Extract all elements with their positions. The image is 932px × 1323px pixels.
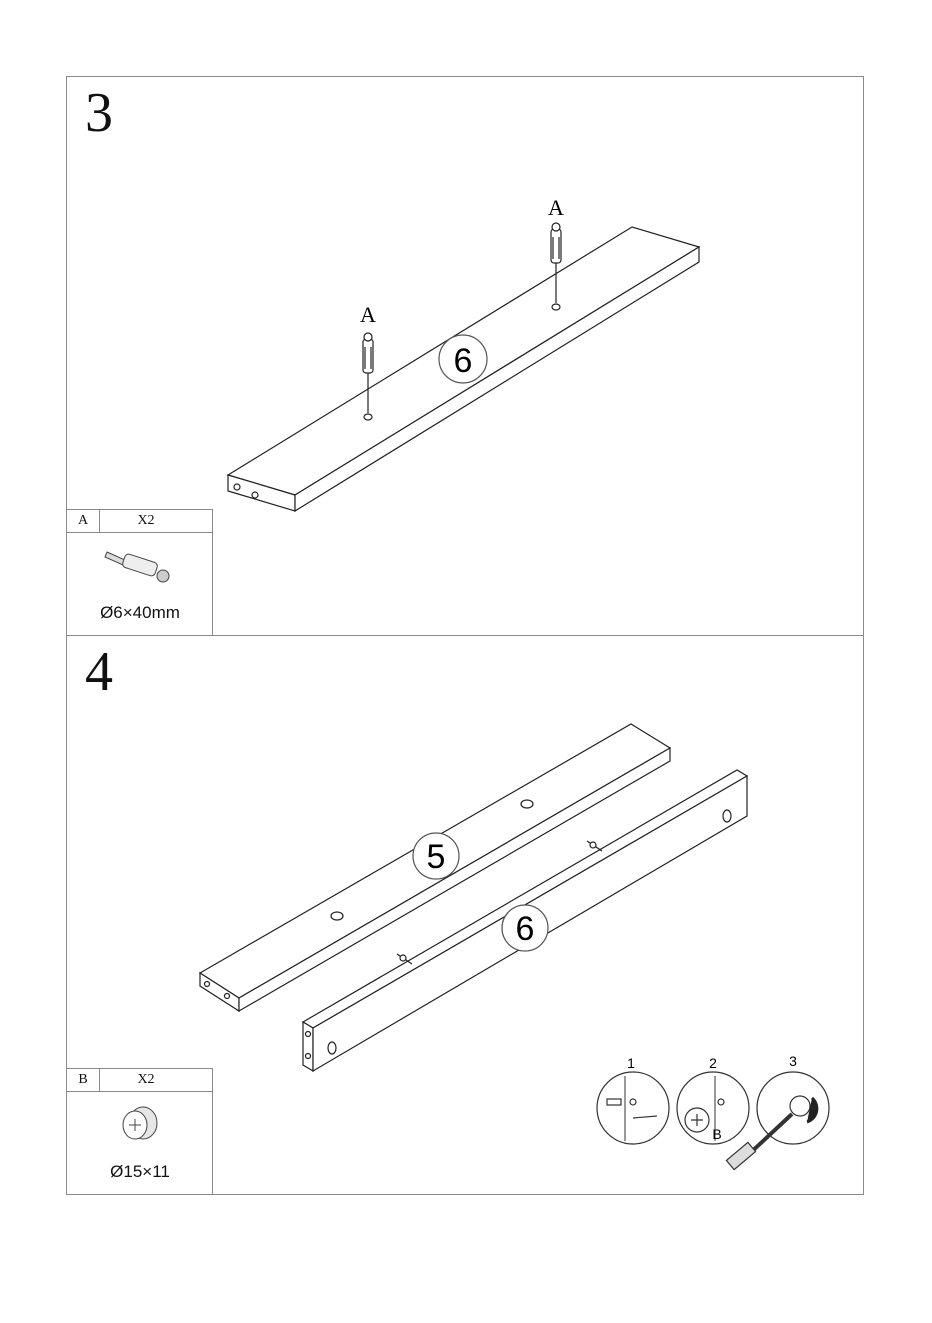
substep-label-3: 3: [789, 1053, 797, 1069]
substep-label-1: 1: [627, 1055, 635, 1071]
hardware-dimension: Ø6×40mm: [67, 603, 213, 623]
cam-bolt-icon: [67, 532, 213, 592]
part-label-6: 6: [454, 342, 473, 380]
substep-label-2: 2: [709, 1055, 717, 1071]
step-3-panel: 3 6 A A: [66, 76, 864, 636]
pin-label-a-1: A: [360, 302, 376, 327]
hardware-letter: B: [67, 1069, 100, 1091]
pin-label-a-2: A: [548, 195, 564, 220]
hardware-quantity: X2: [100, 1069, 212, 1091]
hardware-quantity: X2: [100, 510, 212, 532]
cam-lock-icon: [67, 1091, 213, 1151]
hardware-box-b: B X2 Ø15×11: [67, 1068, 213, 1194]
step-4-panel: 4 5 6: [66, 635, 864, 1195]
substep-2-letter: B: [712, 1126, 721, 1142]
substep-1-detail: [597, 1072, 669, 1144]
part-label-6: 6: [516, 910, 535, 948]
hardware-dimension: Ø15×11: [67, 1162, 213, 1182]
hardware-letter: A: [67, 510, 100, 532]
hardware-box-a: A X2 Ø6×40mm: [67, 509, 213, 635]
part-label-5: 5: [427, 838, 446, 876]
